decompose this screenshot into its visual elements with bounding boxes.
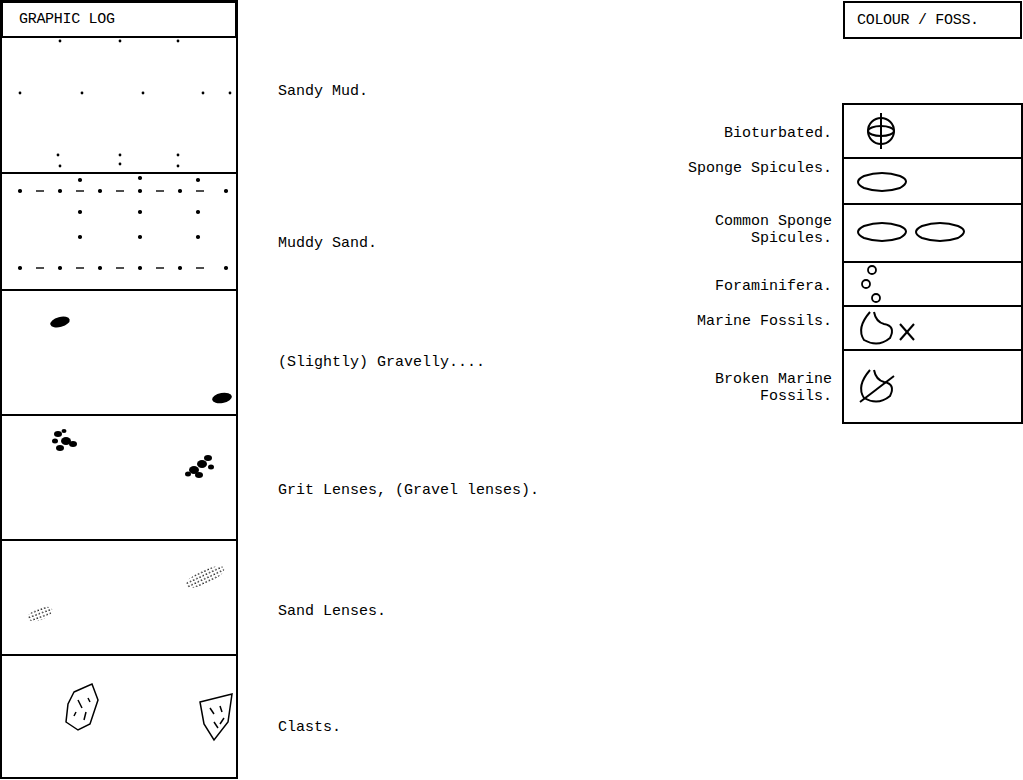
legend-label: Marine Fossils.	[697, 313, 832, 330]
grit-lenses-symbol	[52, 429, 214, 478]
muddy-sand-symbol	[19, 177, 228, 270]
common-sponge-spicules-symbol	[858, 223, 964, 241]
header-box: COLOUR / FOSS.	[843, 1, 1022, 39]
colour-fossil-column	[843, 104, 1022, 423]
legend-label: Sand Lenses.	[278, 603, 386, 620]
legend-label: Grit Lenses, (Gravel lenses).	[278, 482, 539, 499]
sandy-mud-symbol	[19, 40, 232, 168]
legend-label: (Slightly) Gravelly....	[278, 354, 485, 371]
clasts-symbol	[66, 684, 232, 740]
broken-marine-fossil-symbol	[860, 370, 894, 402]
column-heading: COLOUR / FOSS.	[857, 12, 979, 29]
graphic-log-column	[1, 1, 237, 778]
bioturbated-symbol	[868, 113, 894, 149]
legend-label: Clasts.	[278, 719, 341, 736]
legend-label: Common Sponge Spicules.	[667, 213, 832, 247]
header-box: GRAPHIC LOG	[1, 1, 237, 38]
legend-label: Muddy Sand.	[278, 235, 377, 252]
legend-label: Broken Marine Fossils.	[682, 371, 832, 405]
column-heading: GRAPHIC LOG	[19, 11, 115, 28]
legend-label: Sponge Spicules.	[688, 160, 832, 177]
sand-lenses-symbol	[26, 562, 227, 624]
legend-label: Sandy Mud.	[278, 83, 368, 100]
legend-label: Foraminifera.	[715, 278, 832, 295]
marine-fossil-symbol	[861, 312, 914, 344]
legend-label: Bioturbated.	[724, 125, 832, 142]
foraminifera-symbol	[862, 266, 880, 302]
gravelly-symbol	[49, 315, 233, 405]
sponge-spicule-symbol	[858, 173, 906, 191]
